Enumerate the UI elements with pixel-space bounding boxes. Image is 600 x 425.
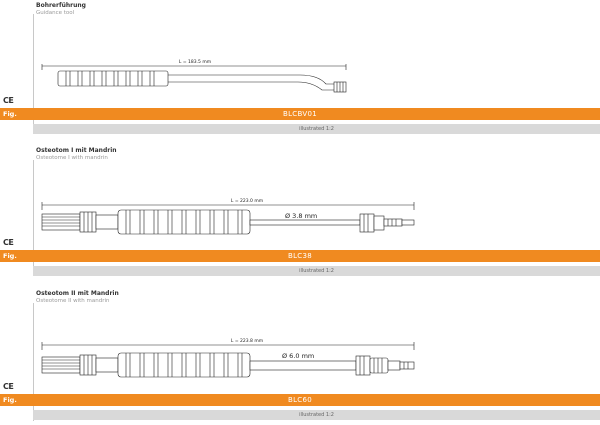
- scale-bar: illustrated 1:2: [33, 266, 600, 276]
- scale-label: illustrated 1:2: [299, 412, 334, 418]
- handle-shape: [57, 70, 169, 87]
- mandrin-knob-shape: [41, 211, 119, 233]
- length-label: L = 183.5 mm: [179, 59, 211, 65]
- product-code-bar: Fig. BLC60: [0, 394, 600, 406]
- shaft-shape: [249, 213, 415, 233]
- ce-mark: CE: [3, 238, 14, 247]
- shaft-shape: [168, 74, 334, 91]
- length-label: L = 223.0 mm: [231, 198, 263, 204]
- length-dimension-line: [41, 202, 415, 210]
- diameter-label: Ø 3.8 mm: [285, 212, 317, 220]
- osteotome-1-drawing: L = 223.0 mm Ø 3.8 mm: [41, 198, 415, 235]
- product-code-bar: Fig. BLCBV01: [0, 108, 600, 120]
- diameter-label: Ø 6.0 mm: [282, 352, 314, 360]
- product-title-en: Osteotome II with mandrin: [36, 298, 110, 304]
- fig-label: Fig.: [3, 252, 17, 260]
- scale-bar: illustrated 1:2: [33, 124, 600, 134]
- tip-shape: [333, 81, 347, 93]
- scale-label: illustrated 1:2: [299, 268, 334, 274]
- product-code: BLCBV01: [283, 109, 317, 118]
- product-title-en: Guidance tool: [36, 10, 75, 16]
- scale-bar: illustrated 1:2: [33, 410, 600, 420]
- mandrin-knob-shape: [41, 354, 119, 376]
- ce-mark: CE: [3, 382, 14, 391]
- section-divider-line: [33, 14, 34, 134]
- length-dimension-line: [41, 64, 347, 70]
- scale-label: illustrated 1:2: [299, 126, 334, 132]
- ce-mark: CE: [3, 96, 14, 105]
- fig-label: Fig.: [3, 396, 17, 404]
- product-title-de: Osteotom I mit Mandrin: [36, 147, 117, 154]
- product-title-de: Bohrerführung: [36, 2, 86, 9]
- product-code: BLC38: [288, 251, 312, 260]
- product-title-en: Osteotome I with mandrin: [36, 155, 108, 161]
- guidance-tool-drawing: L = 183.5 mm: [41, 59, 347, 93]
- length-label: L = 223.8 mm: [231, 338, 263, 344]
- product-code-bar: Fig. BLC38: [0, 250, 600, 262]
- product-code: BLC60: [288, 395, 312, 404]
- product-title-de: Osteotom II mit Mandrin: [36, 290, 119, 297]
- length-dimension-line: [41, 342, 415, 350]
- section-divider-line: [33, 160, 34, 276]
- section-divider-line: [33, 303, 34, 421]
- fig-label: Fig.: [3, 110, 17, 118]
- shaft-shape: [249, 355, 415, 376]
- handle-shape: [117, 352, 251, 378]
